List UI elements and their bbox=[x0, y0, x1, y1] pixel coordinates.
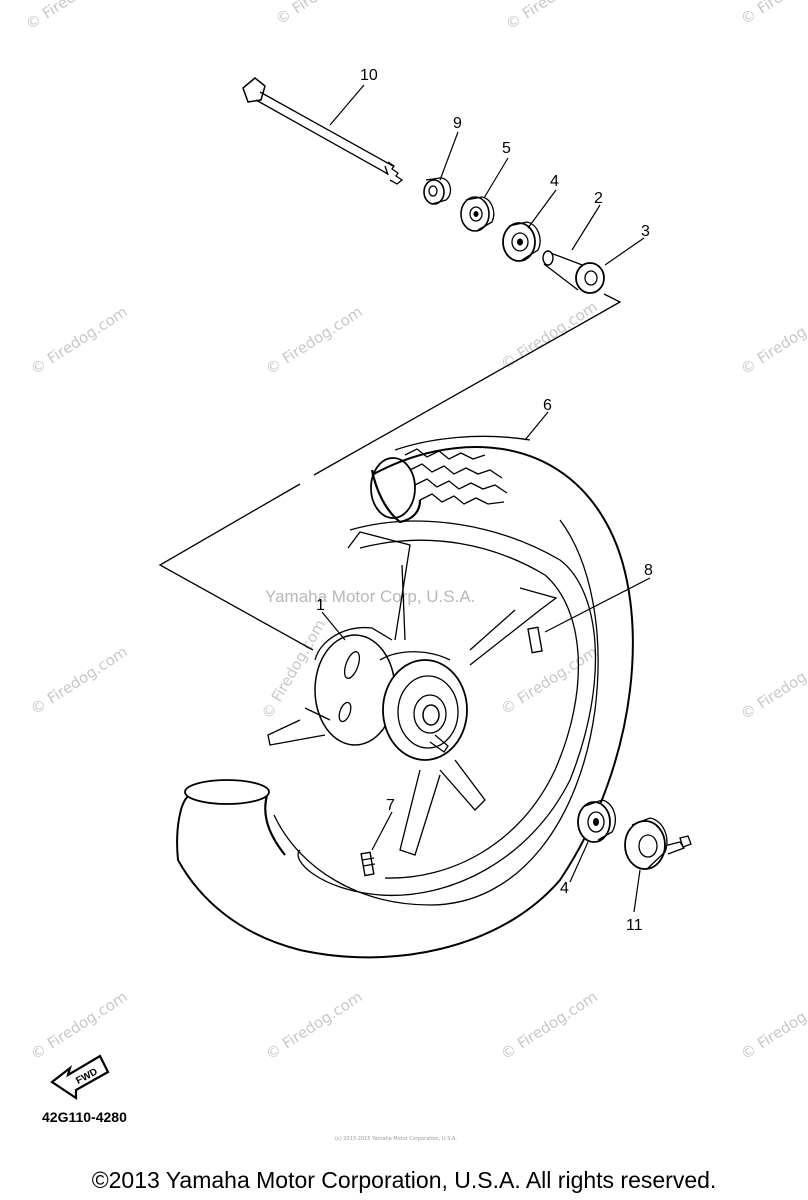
callout-3: 3 bbox=[641, 223, 650, 240]
bearing-part-lower bbox=[577, 799, 617, 843]
watermark: © Firedog.com bbox=[262, 302, 365, 378]
center-watermark: Yamaha Motor Corp, U.S.A. bbox=[265, 587, 475, 606]
watermark: © Firedog.com bbox=[272, 0, 375, 28]
leader-lines bbox=[321, 84, 651, 913]
tire-tread bbox=[394, 435, 531, 505]
balance-weight-part bbox=[527, 626, 543, 654]
watermark: © Firedog.com bbox=[27, 642, 130, 718]
valve-part bbox=[360, 851, 376, 877]
callout-6: 6 bbox=[543, 397, 552, 414]
fwd-arrow-icon: FWD bbox=[50, 1054, 110, 1101]
callout-5: 5 bbox=[502, 140, 511, 157]
watermark: © Firedog.com bbox=[497, 642, 600, 718]
watermark: © Firedog.com bbox=[27, 302, 130, 378]
axle-part bbox=[242, 77, 404, 185]
watermark: © Firedog.com bbox=[737, 302, 808, 378]
tire-part bbox=[176, 435, 634, 959]
callout-7: 7 bbox=[386, 797, 395, 814]
collar-part bbox=[423, 177, 452, 205]
tiny-notice: (c) 2013-2015 Yamaha Motor Corporation, … bbox=[335, 1136, 457, 1142]
callout-2: 2 bbox=[594, 190, 603, 207]
callout-10: 10 bbox=[360, 67, 378, 84]
watermark: © Firedog.com bbox=[262, 987, 365, 1063]
part-number: 42G110-4280 bbox=[42, 1109, 127, 1125]
watermark: © Firedog.com bbox=[737, 987, 808, 1063]
watermark: © Firedog.com bbox=[22, 0, 125, 33]
callout-1: 1 bbox=[316, 597, 325, 614]
callout-4-lower: 4 bbox=[560, 880, 569, 897]
assembly-guide-lines bbox=[158, 293, 622, 651]
callout-8: 8 bbox=[644, 562, 653, 579]
watermark: © Firedog.com bbox=[27, 987, 130, 1063]
callout-11: 11 bbox=[626, 917, 643, 934]
callout-4-upper: 4 bbox=[550, 173, 559, 190]
watermark: © Firedog.com bbox=[737, 0, 808, 28]
spacer-part bbox=[542, 250, 605, 294]
copyright-footer: ©2013 Yamaha Motor Corporation, U.S.A. A… bbox=[91, 1167, 717, 1193]
bearing-part-upper bbox=[502, 221, 541, 262]
callout-labels: 10 9 5 4 2 3 6 8 1 7 4 11 bbox=[316, 67, 653, 934]
watermark: © Firedog.com bbox=[502, 0, 605, 33]
callout-9: 9 bbox=[453, 115, 462, 132]
watermark: © Firedog.com bbox=[737, 647, 808, 723]
watermark: © Firedog.com bbox=[497, 987, 600, 1063]
wheel-rim-part bbox=[267, 520, 597, 897]
oil-seal-part bbox=[460, 196, 495, 232]
meter-gear-part bbox=[624, 817, 692, 870]
